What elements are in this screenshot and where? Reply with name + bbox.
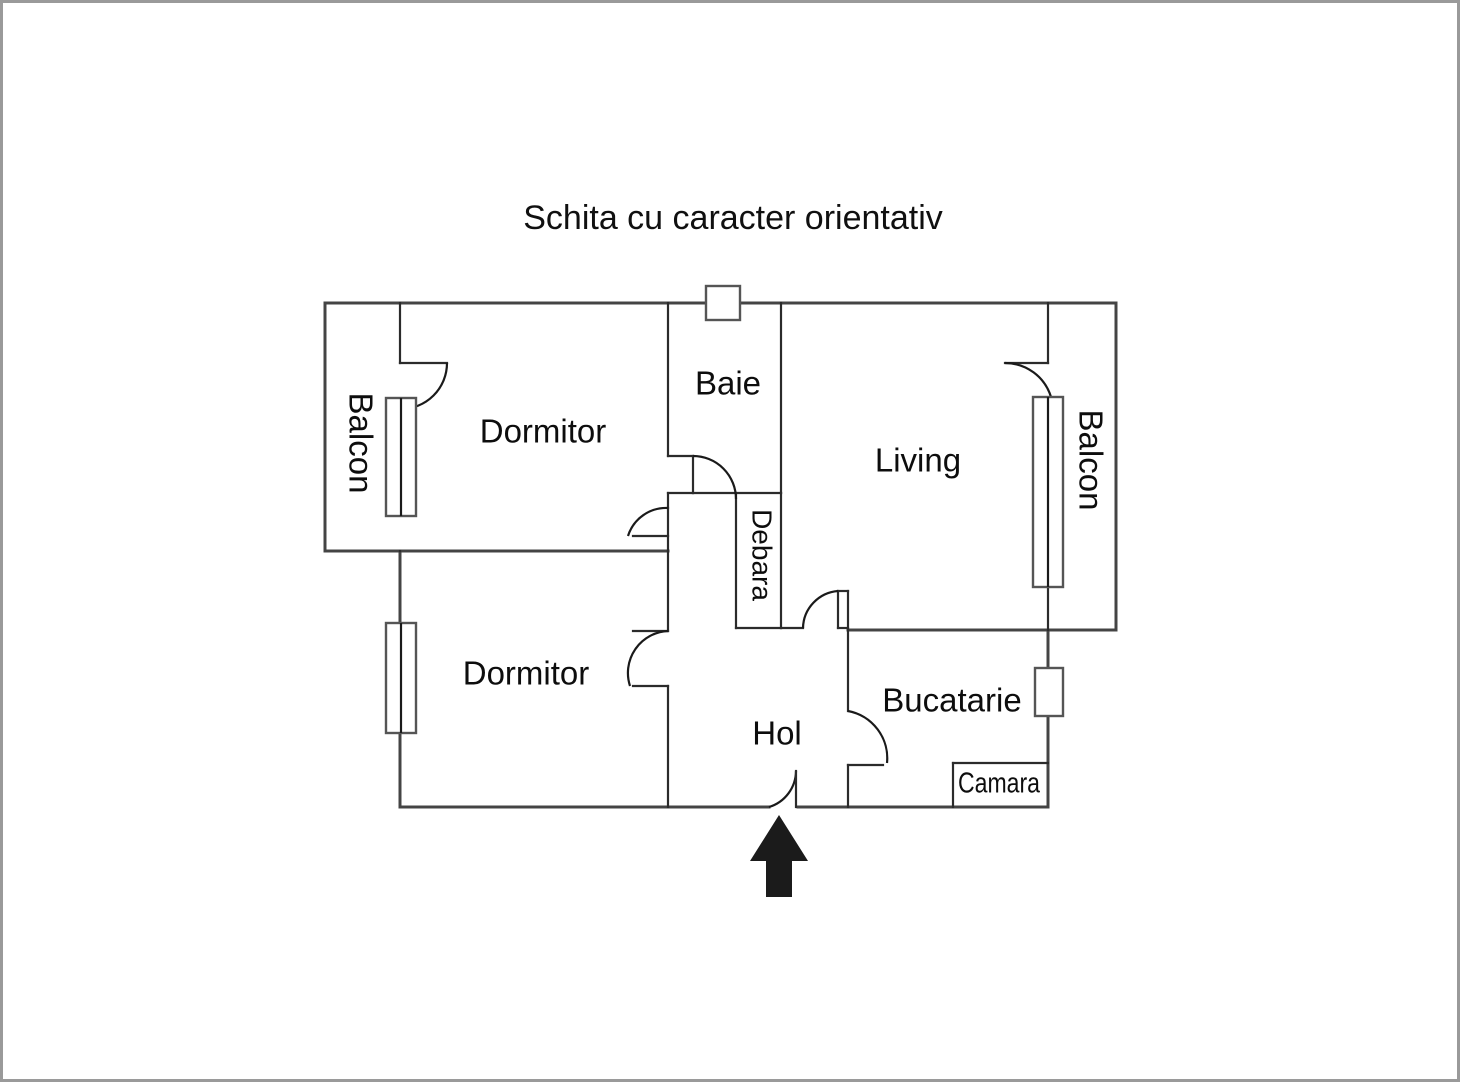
room-label-dormitor-bottom: Dormitor bbox=[463, 655, 590, 692]
main-entrance-arrow bbox=[750, 815, 808, 897]
room-label-living: Living bbox=[875, 442, 961, 479]
page-title: Schita cu caracter orientativ bbox=[523, 199, 943, 237]
room-label-balcon-left: Balcon bbox=[342, 393, 379, 494]
door-baie-icon bbox=[692, 454, 738, 500]
floorplan-drawing: Schita cu caracter orientativ bbox=[323, 199, 1118, 897]
room-label-camara: Camara bbox=[958, 768, 1041, 800]
room-label-hol: Hol bbox=[752, 715, 802, 752]
door-balcon-right-icon bbox=[1004, 361, 1053, 398]
room-label-dormitor-top: Dormitor bbox=[480, 413, 607, 450]
door-bucatarie-icon bbox=[847, 709, 889, 764]
door-arcs bbox=[400, 361, 1053, 809]
room-label-balcon-right: Balcon bbox=[1072, 410, 1109, 511]
window-bucatarie bbox=[1033, 666, 1065, 718]
window-baie-top bbox=[704, 284, 742, 322]
room-label-bucatarie: Bucatarie bbox=[882, 682, 1021, 719]
room-labels: Balcon Dormitor Baie Living Balcon Debar… bbox=[342, 365, 1109, 800]
door-dormitor-bot-icon bbox=[626, 629, 669, 687]
windows bbox=[384, 284, 1065, 735]
room-label-baie: Baie bbox=[695, 365, 761, 402]
door-entrance-icon bbox=[768, 770, 798, 809]
door-debara-icon bbox=[801, 589, 839, 629]
interior-walls bbox=[398, 301, 1050, 809]
door-dormitor-top-icon bbox=[626, 506, 669, 537]
entrance-arrow-shape bbox=[750, 815, 808, 897]
room-label-debara: Debara bbox=[747, 509, 778, 601]
